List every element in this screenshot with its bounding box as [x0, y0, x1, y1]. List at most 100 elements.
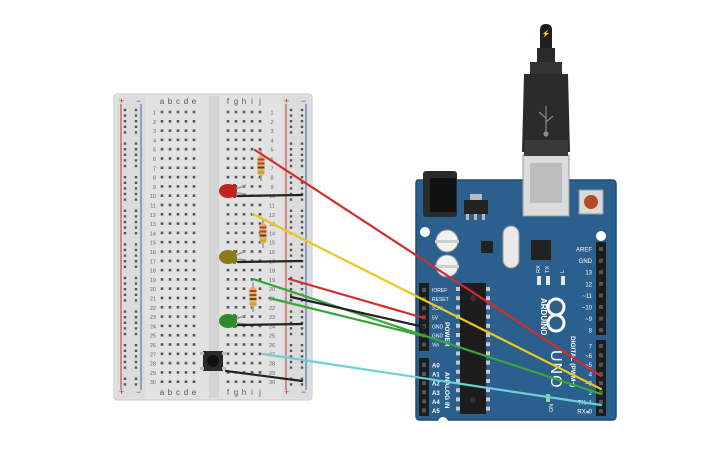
arduino-uno-board[interactable]: RX TX L ON ARDUINO UNO POWER ANALOG IN D… — [415, 154, 617, 427]
header-pin[interactable] — [422, 372, 426, 377]
rail-hole[interactable] — [300, 148, 304, 151]
rail-hole[interactable] — [289, 360, 293, 364]
rail-hole[interactable] — [123, 316, 127, 319]
breadboard-hole[interactable] — [258, 138, 262, 142]
breadboard-hole[interactable] — [184, 175, 188, 179]
breadboard-hole[interactable] — [192, 250, 196, 253]
breadboard-hole[interactable] — [258, 306, 262, 309]
breadboard-hole[interactable] — [176, 250, 180, 253]
rail-hole[interactable] — [300, 332, 304, 336]
breadboard-hole[interactable] — [168, 166, 172, 170]
rail-hole[interactable] — [134, 316, 138, 319]
rail-hole[interactable] — [123, 282, 127, 285]
breadboard-hole[interactable] — [250, 352, 254, 356]
breadboard-hole[interactable] — [234, 231, 238, 235]
breadboard-hole[interactable] — [192, 138, 196, 142]
rail-hole[interactable] — [134, 114, 138, 117]
breadboard-hole[interactable] — [168, 120, 172, 123]
breadboard-hole[interactable] — [168, 333, 172, 337]
breadboard-hole[interactable] — [192, 315, 196, 318]
rail-hole[interactable] — [289, 153, 293, 156]
breadboard-hole[interactable] — [226, 371, 230, 374]
rail-hole[interactable] — [300, 120, 304, 123]
breadboard-hole[interactable] — [184, 166, 188, 170]
rail-hole[interactable] — [300, 198, 304, 201]
rail-hole[interactable] — [289, 159, 293, 162]
breadboard-hole[interactable] — [160, 129, 164, 132]
breadboard-hole[interactable] — [184, 333, 188, 337]
rail-hole[interactable] — [134, 131, 138, 134]
breadboard-hole[interactable] — [168, 306, 172, 309]
breadboard-hole[interactable] — [160, 380, 164, 383]
rail-hole[interactable] — [300, 220, 304, 224]
breadboard-hole[interactable] — [192, 343, 196, 346]
breadboard-hole[interactable] — [242, 222, 246, 225]
rail-hole[interactable] — [300, 276, 304, 280]
header-pin[interactable] — [599, 316, 603, 321]
breadboard-hole[interactable] — [226, 110, 230, 114]
breadboard-hole[interactable] — [168, 324, 172, 328]
breadboard-hole[interactable] — [250, 231, 254, 235]
header-pin[interactable] — [599, 399, 603, 404]
rail-hole[interactable] — [300, 327, 304, 330]
rail-hole[interactable] — [300, 254, 304, 257]
breadboard-hole[interactable] — [234, 240, 238, 244]
breadboard-hole[interactable] — [192, 268, 196, 272]
rail-hole[interactable] — [123, 248, 127, 252]
rail-hole[interactable] — [300, 232, 304, 235]
rail-hole[interactable] — [300, 316, 304, 319]
rail-hole[interactable] — [134, 232, 138, 235]
rail-hole[interactable] — [300, 248, 304, 252]
breadboard-hole[interactable] — [250, 203, 254, 207]
breadboard-hole[interactable] — [250, 250, 254, 253]
breadboard-hole[interactable] — [234, 380, 238, 383]
breadboard-hole[interactable] — [242, 129, 246, 132]
breadboard-hole[interactable] — [234, 157, 238, 160]
rail-hole[interactable] — [300, 164, 304, 168]
breadboard-hole[interactable] — [250, 185, 254, 188]
breadboard-hole[interactable] — [234, 296, 238, 300]
breadboard-hole[interactable] — [184, 278, 188, 281]
header-pin[interactable] — [422, 399, 426, 404]
breadboard-hole[interactable] — [226, 222, 230, 225]
header-pin[interactable] — [422, 408, 426, 413]
breadboard-hole[interactable] — [250, 166, 254, 170]
breadboard-hole[interactable] — [226, 352, 230, 356]
rail-hole[interactable] — [134, 355, 138, 358]
breadboard-hole[interactable] — [226, 333, 230, 337]
rail-hole[interactable] — [300, 153, 304, 156]
rail-hole[interactable] — [123, 355, 127, 358]
leds[interactable] — [219, 184, 247, 328]
rail-hole[interactable] — [289, 248, 293, 252]
breadboard-hole[interactable] — [234, 287, 238, 290]
header-pin[interactable] — [422, 342, 426, 347]
breadboard-hole[interactable] — [226, 278, 230, 281]
breadboard-hole[interactable] — [250, 129, 254, 132]
breadboard-hole[interactable] — [168, 213, 172, 216]
breadboard-hole[interactable] — [234, 268, 238, 272]
breadboard-hole[interactable] — [192, 380, 196, 383]
breadboard-hole[interactable] — [168, 343, 172, 346]
breadboard-hole[interactable] — [184, 259, 188, 263]
breadboard-hole[interactable] — [258, 240, 262, 244]
rail-hole[interactable] — [123, 344, 127, 347]
led-red[interactable] — [219, 184, 247, 198]
breadboard-hole[interactable] — [242, 333, 246, 337]
breadboard-hole[interactable] — [234, 343, 238, 346]
breadboard-hole[interactable] — [234, 110, 238, 114]
rail-hole[interactable] — [289, 142, 293, 145]
rail-hole[interactable] — [289, 120, 293, 123]
breadboard-hole[interactable] — [234, 129, 238, 132]
breadboard-hole[interactable] — [176, 315, 180, 318]
breadboard-hole[interactable] — [184, 306, 188, 309]
breadboard-hole[interactable] — [234, 333, 238, 337]
breadboard-hole[interactable] — [176, 343, 180, 346]
breadboard-hole[interactable] — [184, 194, 188, 197]
rail-hole[interactable] — [123, 377, 127, 380]
rail-hole[interactable] — [123, 120, 127, 123]
breadboard-hole[interactable] — [242, 352, 246, 356]
rail-hole[interactable] — [134, 254, 138, 257]
header-pin[interactable] — [599, 293, 603, 298]
breadboard-hole[interactable] — [242, 287, 246, 290]
breadboard-hole[interactable] — [168, 147, 172, 151]
